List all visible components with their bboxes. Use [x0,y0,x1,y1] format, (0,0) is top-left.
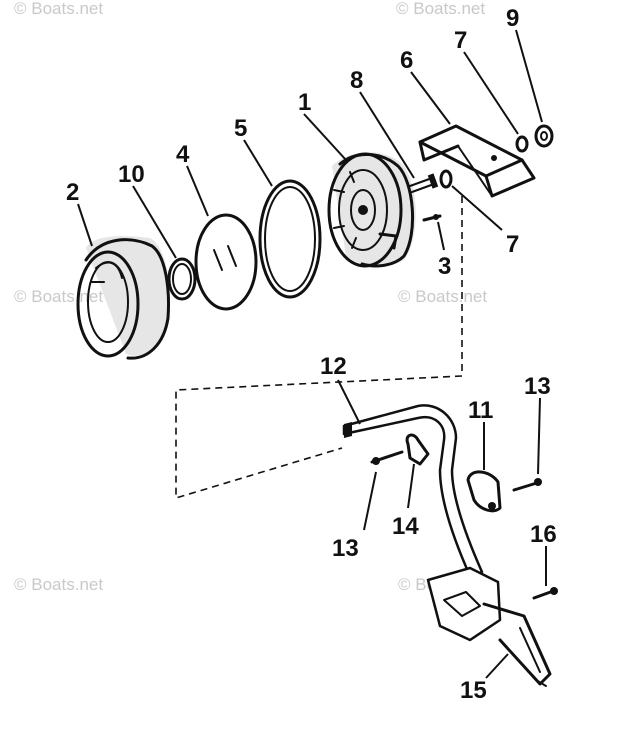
part-2-housing [76,236,170,360]
part-16-screw [532,587,558,600]
part-10-ring [167,257,197,301]
label-part-14: 14 [392,513,419,540]
part-labels: 2 10 4 5 1 8 6 7 9 7 3 12 11 13 13 14 16… [66,5,557,704]
leader-lines [77,29,547,679]
part-8-screw [409,173,439,193]
dashed-alignment-lines [175,196,463,500]
part-11-plate [466,470,502,513]
watermark-top-left: © Boats.net [14,0,103,18]
part-1-pulley [327,152,416,268]
watermark-mid-right: © Boats.net [398,287,487,306]
label-part-13-right: 13 [524,373,551,400]
label-part-6: 6 [400,47,413,74]
label-part-13-left: 13 [332,535,359,562]
label-part-4: 4 [176,141,190,168]
label-part-7-top: 7 [454,27,467,54]
label-part-2: 2 [66,179,79,206]
label-part-15: 15 [460,677,487,704]
label-part-7-bottom: 7 [506,231,519,258]
part-12-tube [342,404,484,578]
part-13-screws [370,450,542,492]
watermark-bottom-left: © Boats.net [14,575,103,594]
part-3-screw [422,214,442,222]
label-part-16: 16 [530,521,557,548]
label-part-9: 9 [506,5,519,32]
watermark-mid-left: © Boats.net [14,287,103,306]
part-15-lever [426,566,552,687]
part-9-nut [534,124,554,148]
part-5-spring-ring [258,179,322,299]
part-14-clip [405,433,430,466]
part-6-bracket [418,124,536,198]
part-4-disc [194,213,258,311]
part-7-washers [439,135,529,189]
watermarks: © Boats.net © Boats.net © Boats.net © Bo… [14,0,487,594]
label-part-12: 12 [320,353,347,380]
label-part-11: 11 [468,397,493,424]
watermark-top-right: © Boats.net [396,0,485,18]
label-part-5: 5 [234,115,247,142]
label-part-1: 1 [298,89,311,116]
label-part-8: 8 [350,67,363,94]
label-part-10: 10 [118,161,145,188]
label-part-3: 3 [438,253,451,280]
